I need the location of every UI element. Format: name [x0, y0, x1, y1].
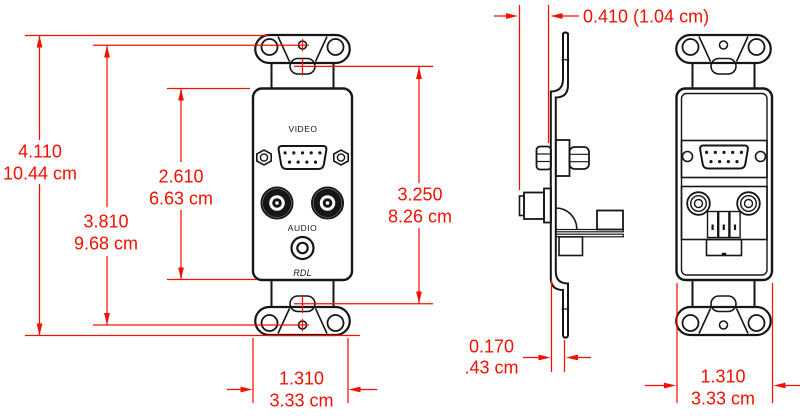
dim-tab-offset-in: 0.170: [468, 336, 515, 356]
side-view: [518, 31, 624, 339]
dim-insert-height: 2.610 6.63 cm: [149, 167, 213, 210]
terminal-block: [706, 210, 741, 239]
dim-insert-height-in: 2.610: [158, 166, 204, 187]
dim-rear-width-cm: 3.33 cm: [690, 388, 756, 408]
dim-front-protrusion: 0.410 (1.04 cm): [583, 6, 709, 28]
dim-front-protrusion-text: 0.410 (1.04 cm): [583, 6, 710, 27]
dim-tab-offset-cm: .43 cm: [464, 357, 519, 378]
dim-front-width: 1.310 3.33 cm: [269, 369, 333, 412]
dim-mount-hole-spacing-in: 3.810: [83, 211, 129, 232]
dim-tab-offset: 0.170 .43 cm: [464, 336, 518, 379]
back-bottom-mounting-ear: [675, 279, 772, 337]
dim-insert-height-cm: 6.63 cm: [148, 188, 214, 208]
side-rca-profile: [518, 187, 552, 224]
back-view: [675, 33, 774, 337]
back-audio-section: [680, 185, 768, 257]
back-top-mounting-ear: [675, 33, 772, 91]
dim-mount-hole-spacing: 3.810 9.68 cm: [74, 212, 138, 255]
side-strap-profile: [549, 31, 570, 339]
rdl-brand-logo: RDL: [293, 267, 312, 278]
dim-rear-width: 1.310 3.33 cm: [691, 367, 755, 410]
back-plate-inner-outline: [680, 92, 768, 276]
side-db9-profile: [535, 139, 590, 177]
dim-overall-height-in: 4.110: [18, 141, 62, 162]
audio-mini-jack: [290, 235, 315, 261]
dim-screw-slot-spacing: 3.250 8.26 cm: [388, 185, 452, 228]
front-view: [251, 33, 354, 337]
back-db9-section: [680, 139, 768, 179]
video-label: VIDEO: [288, 123, 318, 134]
rca-jack-right: [311, 186, 344, 220]
dim-screw-slot-spacing-cm: 8.26 cm: [387, 206, 453, 226]
dim-front-width-in: 1.310: [278, 368, 325, 389]
dim-rear-width-in: 1.310: [700, 366, 746, 387]
side-rear-bracket: [555, 207, 624, 257]
dim-screw-slot-spacing-in: 3.250: [397, 184, 443, 205]
dim-overall-height-cm: 10.44 cm: [2, 163, 78, 183]
front-plate-body: [251, 87, 354, 282]
dim-front-width-cm: 3.33 cm: [269, 390, 334, 410]
rca-jack-left: [260, 186, 294, 220]
audio-label: AUDIO: [287, 223, 318, 233]
db9-jack-screw-right: [332, 149, 350, 166]
back-plate-body: [675, 87, 774, 282]
db9-jack-screw-left: [255, 149, 273, 166]
dimension-lines: [25, 5, 800, 403]
dim-overall-height: 4.110 10.44 cm: [3, 142, 77, 185]
dim-mount-hole-spacing-cm: 9.68 cm: [73, 233, 139, 253]
video-db9-connector: [277, 145, 328, 170]
